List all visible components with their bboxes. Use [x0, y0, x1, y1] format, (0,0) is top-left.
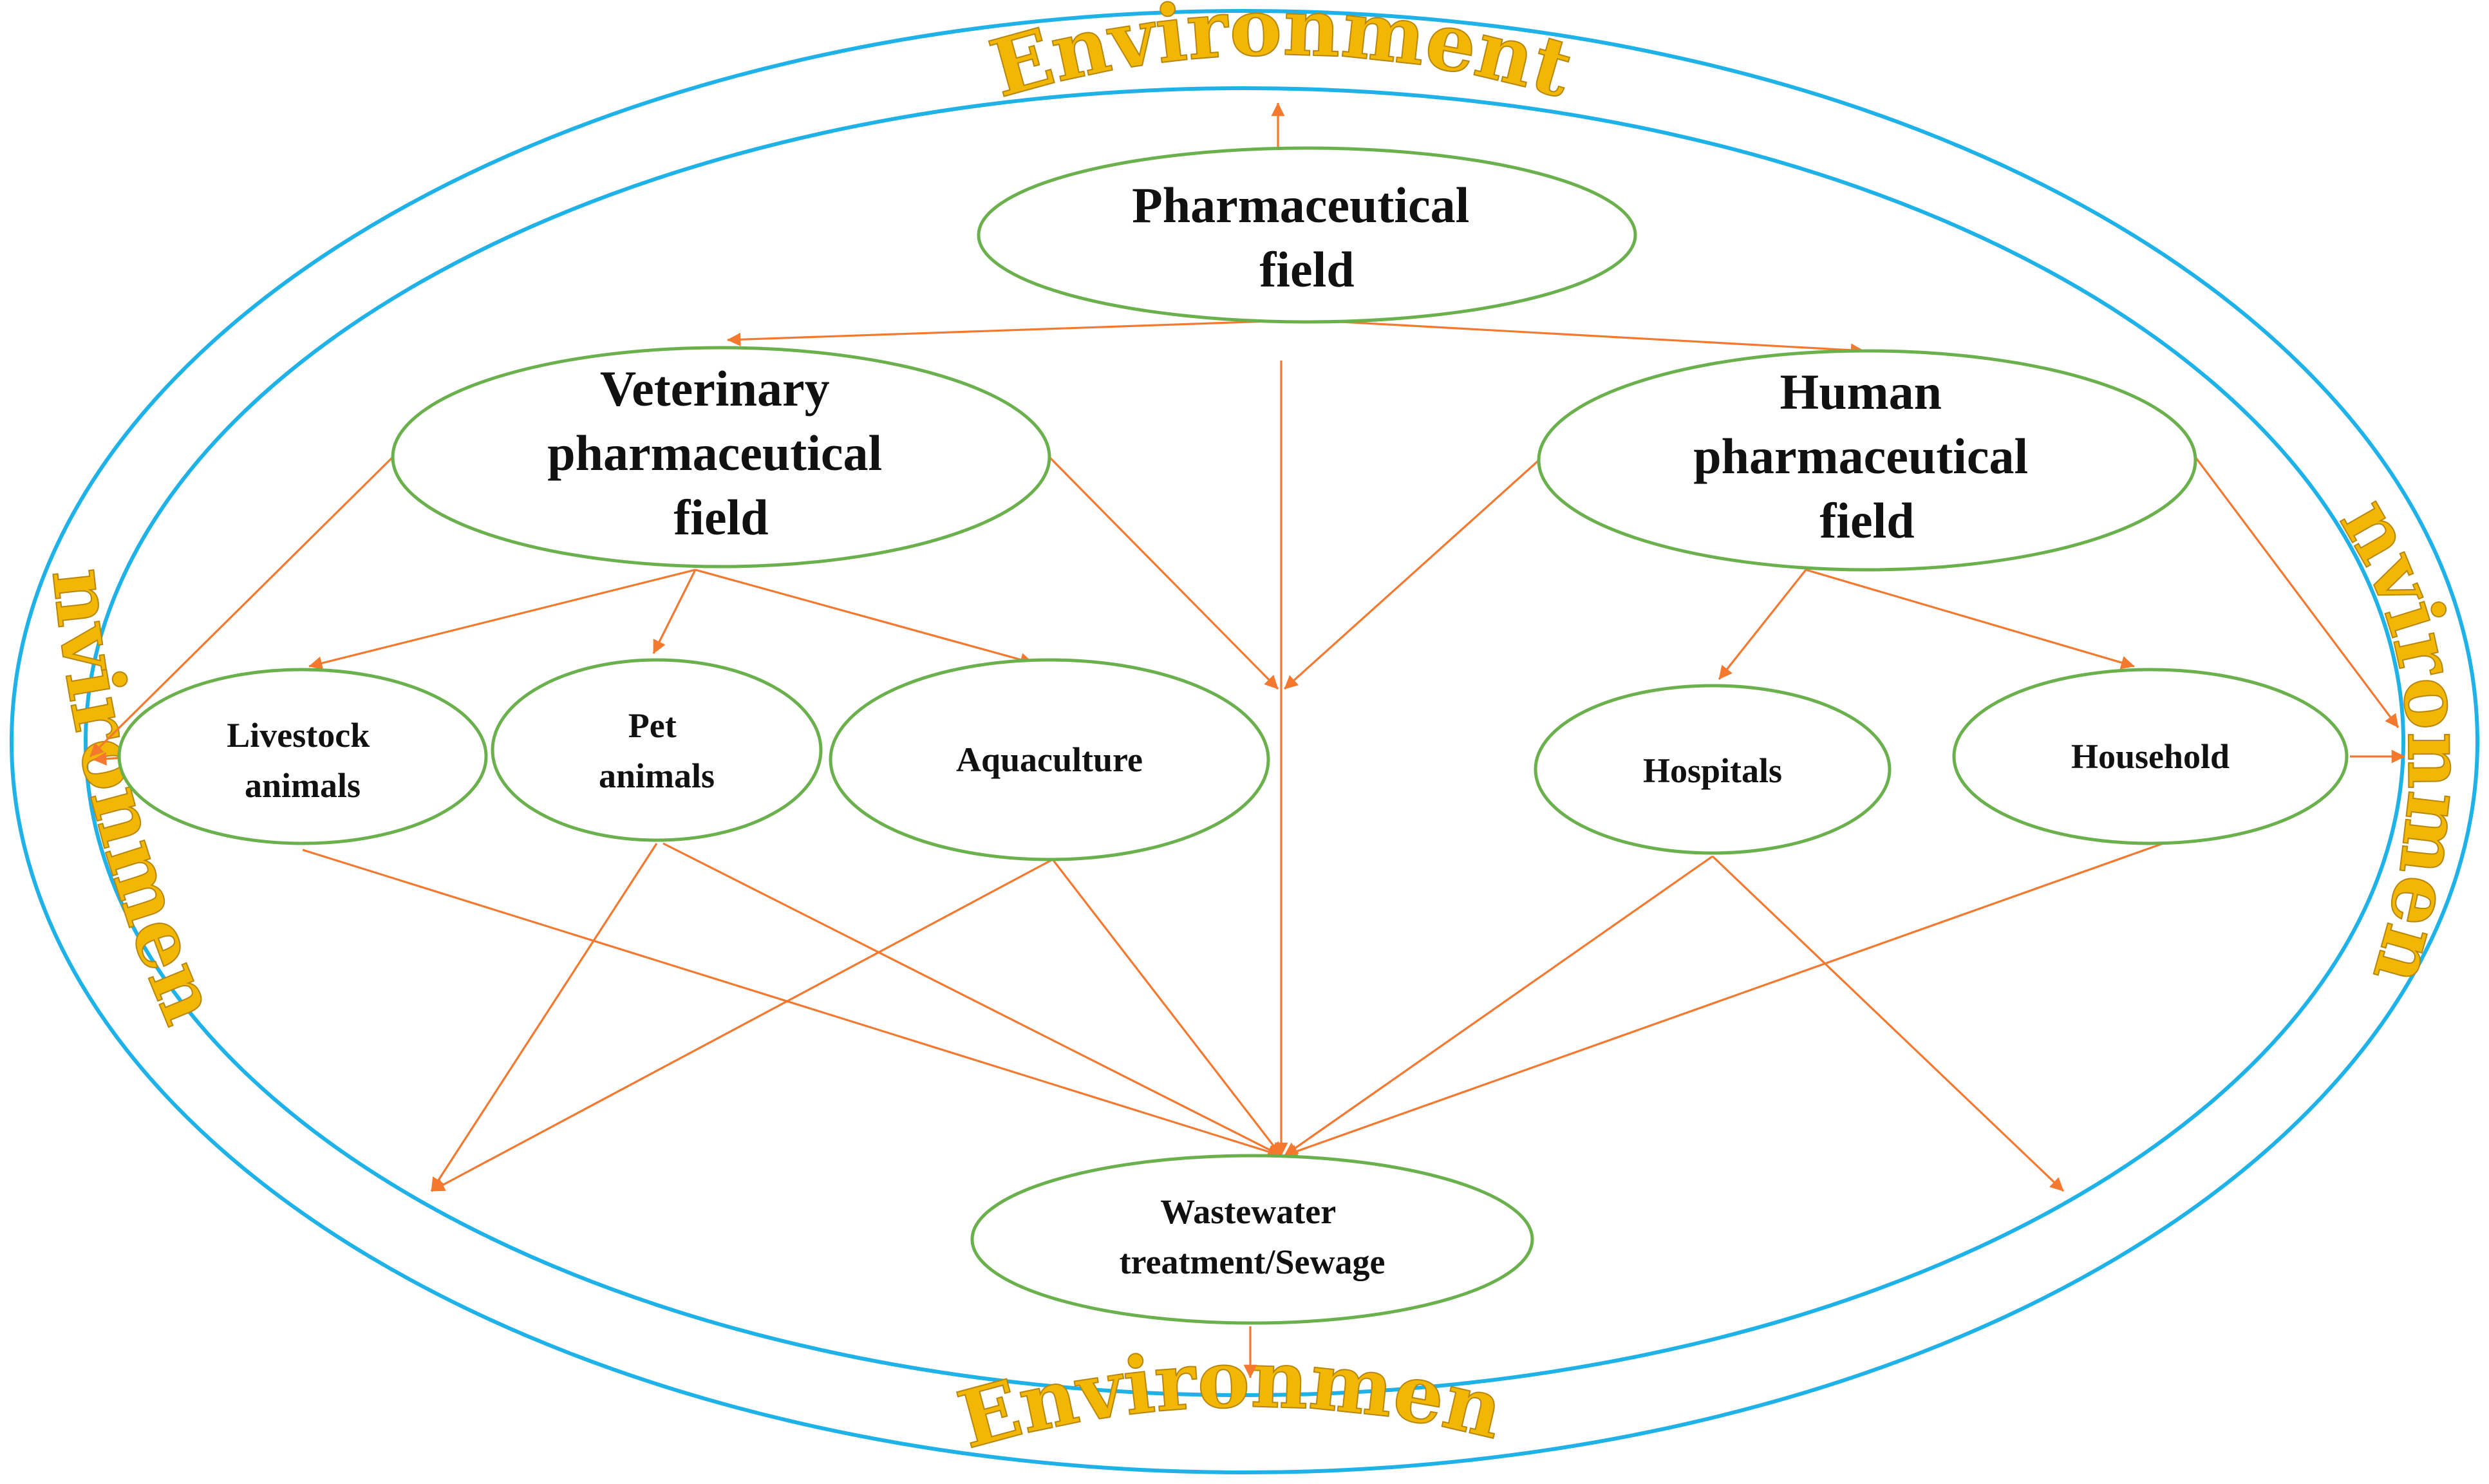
node-pharmaceutical-field-ellipse — [977, 146, 1637, 324]
node-wastewater-label: Wastewater treatment/Sewage — [1120, 1192, 1385, 1281]
node-veterinary-ellipse — [391, 346, 1051, 568]
node-household: Household — [1952, 668, 2349, 845]
arrow-aquaculture-to-environment-lower-left — [431, 858, 1053, 1192]
arrow-veterinary-to-environment-left — [89, 456, 394, 758]
environment-outer-ring — [10, 9, 2479, 1474]
node-hospitals: Hospitals — [1534, 684, 1892, 855]
arrow-household-to-wastewater — [1284, 842, 2164, 1158]
arrow-veterinary-to-livestock — [308, 568, 696, 670]
arrow-pet-to-environment-lower-left — [430, 843, 658, 1192]
node-livestock-label: Livestock animals — [227, 716, 379, 805]
arrow-human-to-environment-right — [2194, 456, 2400, 728]
flow-arrows — [89, 102, 2405, 1378]
node-human-pharmaceutical-field: Human pharmaceutical field — [1537, 349, 2197, 572]
environment-inner-ring — [84, 86, 2405, 1397]
node-pharmaceutical-field: Pharmaceutical field — [977, 146, 1637, 324]
arrow-hospitals-to-wastewater — [1284, 855, 1713, 1157]
node-pet-ellipse — [491, 658, 823, 842]
node-pet-label: Pet animals — [599, 706, 715, 795]
node-hospitals-label: Hospitals — [1643, 751, 1782, 790]
node-pet-animals: Pet animals — [491, 658, 823, 842]
arrow-pharmaceutical-to-human — [1306, 319, 1864, 357]
environment-label-top: Environment — [981, 0, 1583, 115]
node-livestock-ellipse — [117, 668, 488, 845]
node-aquaculture-ellipse — [829, 658, 1270, 861]
node-human-label: Human pharmaceutical field — [1693, 364, 2040, 549]
arrow-aquaculture-to-wastewater — [1051, 859, 1282, 1156]
node-veterinary-label: Veterinary pharmaceutical field — [547, 361, 894, 545]
arrow-human-to-household — [1805, 568, 2135, 670]
arrow-veterinary-to-center — [1048, 456, 1279, 690]
arrow-hospitals-to-environment-lower-right — [1711, 855, 2065, 1192]
arrow-veterinary-to-aquaculture — [695, 568, 1034, 666]
node-wastewater-ellipse — [970, 1154, 1534, 1325]
node-human-ellipse — [1537, 349, 2197, 572]
node-pharmaceutical-field-label: Pharmaceutical field — [1132, 177, 1482, 297]
node-aquaculture: Aquaculture — [829, 658, 1270, 861]
node-household-ellipse — [1952, 668, 2349, 845]
arrow-pet-to-wastewater — [662, 842, 1282, 1157]
node-veterinary-pharmaceutical-field: Veterinary pharmaceutical field — [391, 346, 1051, 568]
node-aquaculture-label: Aquaculture — [956, 740, 1143, 779]
node-livestock-animals: Livestock animals — [117, 668, 488, 845]
node-household-label: Household — [2071, 737, 2230, 776]
node-hospitals-ellipse — [1534, 684, 1892, 855]
arrow-pharmaceutical-to-veterinary — [727, 319, 1308, 346]
node-wastewater-treatment: Wastewater treatment/Sewage — [970, 1154, 1534, 1325]
arrow-human-to-hospitals — [1718, 569, 1807, 680]
arrow-livestock-to-wastewater — [302, 849, 1282, 1158]
arrow-human-to-center — [1283, 459, 1540, 690]
arrow-veterinary-to-pet — [652, 569, 697, 654]
